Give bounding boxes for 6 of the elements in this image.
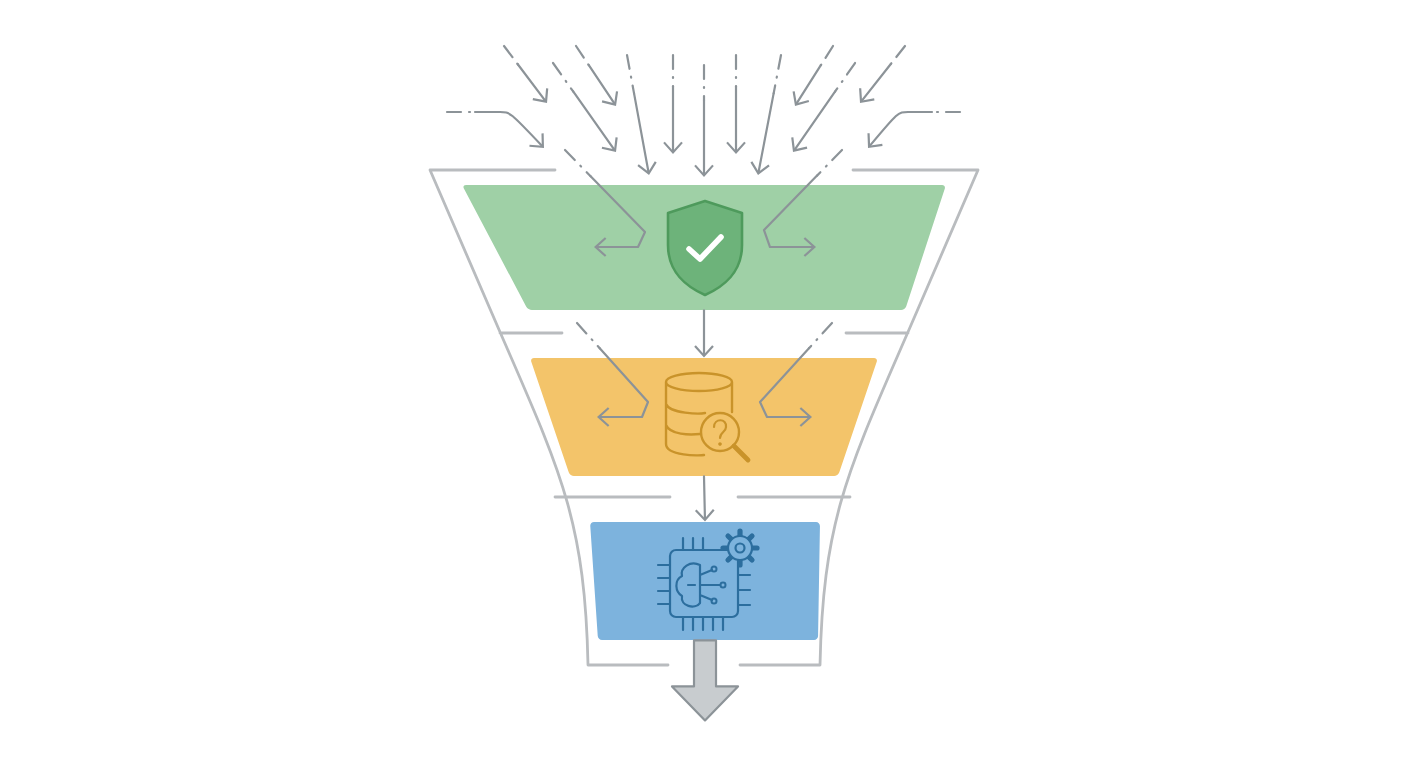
arrow [694,309,714,358]
funnel-band [590,522,820,640]
arrow [694,475,715,522]
funnel-band [531,358,877,476]
output-arrow [670,639,740,722]
funnel-band [463,185,945,310]
